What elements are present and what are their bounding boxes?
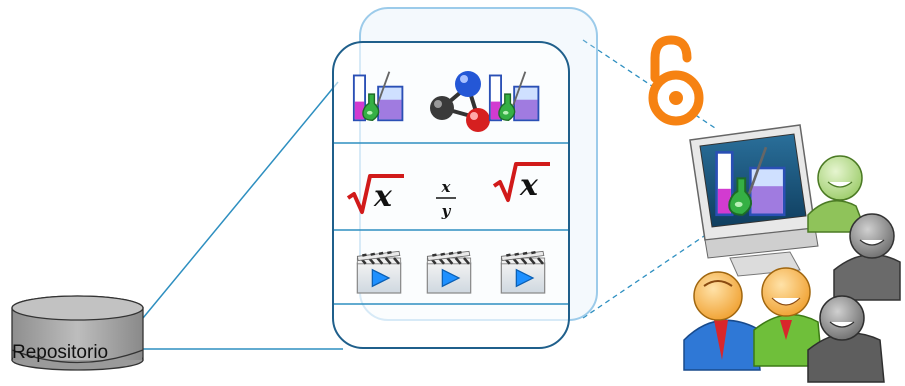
- user-gray-icon: [833, 213, 901, 301]
- repository-label: Repositorio: [12, 342, 109, 363]
- video-clapper-icon: [356, 250, 402, 295]
- molecule-icon: [430, 71, 490, 132]
- user-green-icon: [807, 155, 868, 233]
- video-clapper-icon: [426, 250, 472, 295]
- access-dashed-line-bottom: [582, 231, 711, 319]
- open-access-lock-icon: [648, 35, 704, 126]
- square-root-x-icon: x: [492, 162, 552, 203]
- video-clapper-icon: [500, 250, 546, 295]
- fraction-x-over-y-icon: x y: [436, 178, 456, 220]
- user-blue-icon: [683, 271, 761, 371]
- repository-database-icon: [11, 295, 144, 371]
- svg-text:x: x: [519, 168, 539, 203]
- computer-monitor-icon: [689, 124, 819, 277]
- user-green-icon: [753, 267, 823, 367]
- user-gray-icon: [807, 295, 885, 383]
- repository-top-connector: [142, 81, 339, 319]
- svg-text:x: x: [441, 178, 452, 196]
- square-root-x-icon: x: [346, 174, 406, 214]
- svg-text:y: y: [441, 202, 452, 220]
- svg-text:x: x: [373, 179, 393, 214]
